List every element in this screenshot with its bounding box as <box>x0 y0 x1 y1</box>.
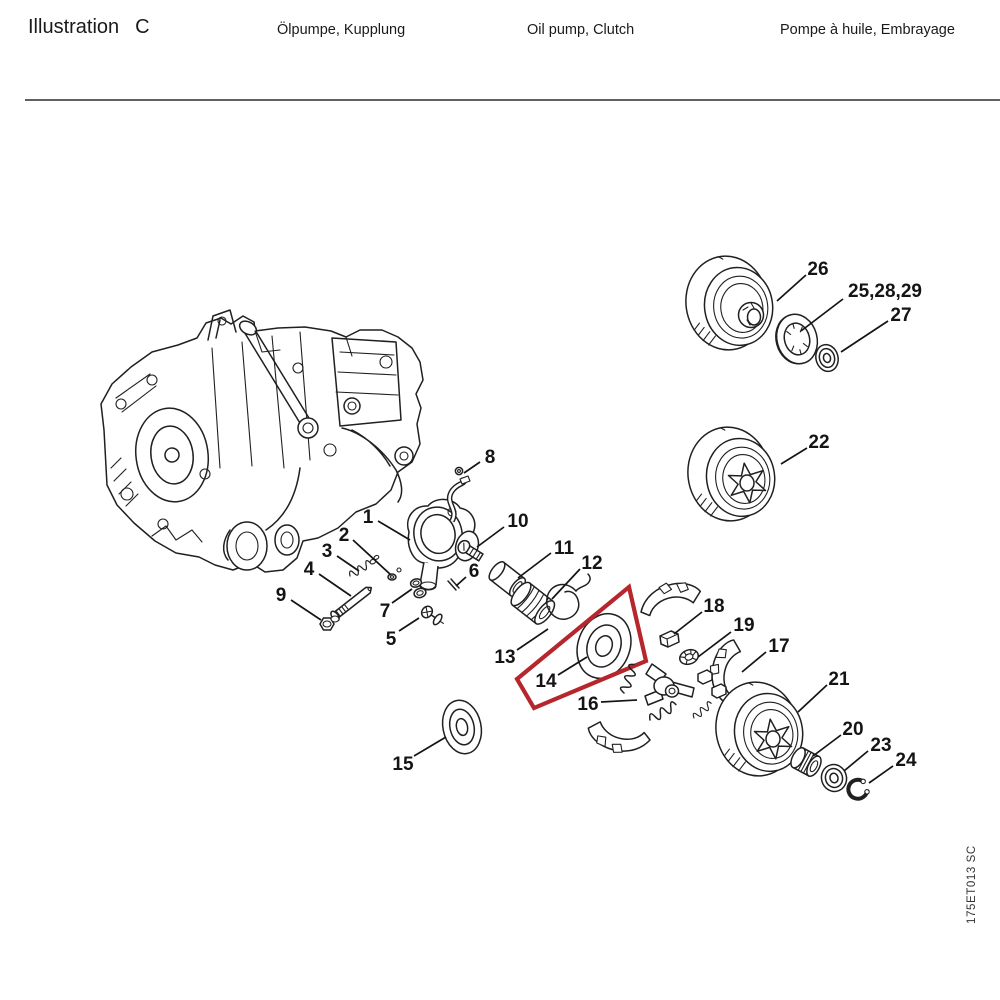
header-divider <box>25 99 1000 102</box>
part-21-bore <box>765 730 781 748</box>
part-19-nut <box>679 648 699 666</box>
svg-text:5: 5 <box>386 629 397 650</box>
part-26-clutch-drum <box>679 249 779 356</box>
part-25-28-29-rim-sprocket <box>775 313 819 365</box>
title-word: Illustration <box>28 16 120 38</box>
svg-text:12: 12 <box>581 553 602 574</box>
callout-7: 7 <box>380 588 413 622</box>
part-12-worm-gear <box>510 581 556 625</box>
svg-text:17: 17 <box>768 636 789 657</box>
part-24-e-clip <box>846 777 870 801</box>
callout-3: 3 <box>322 541 360 572</box>
svg-text:6: 6 <box>469 561 480 582</box>
callout-13: 13 <box>494 628 549 668</box>
svg-text:13: 13 <box>494 647 515 668</box>
part-22-clutch-drum <box>681 420 781 527</box>
part-14-disc <box>576 612 632 680</box>
callout-12: 12 <box>551 553 603 600</box>
part-5-valve <box>420 605 444 626</box>
callout-18: 18 <box>673 596 725 635</box>
part-10-screw <box>457 539 484 562</box>
part-18-block <box>659 630 680 648</box>
callout-25-28-29: 25,28,29 <box>800 281 922 332</box>
callout-23: 23 <box>843 735 892 772</box>
callouts: 1 2 3 4 5 6 7 8 9 10 11 12 13 14 15 16 1… <box>276 259 922 784</box>
clutch-small-blocks <box>697 669 727 699</box>
callout-14: 14 <box>535 656 588 692</box>
clutch-shoe-top <box>636 576 704 618</box>
svg-text:27: 27 <box>890 305 911 326</box>
illustration-letter: C <box>135 16 150 38</box>
svg-text:10: 10 <box>507 511 528 532</box>
callout-16: 16 <box>577 694 638 715</box>
part-26-spline-bore <box>737 301 765 329</box>
part-27-washer <box>815 343 839 373</box>
svg-text:25,28,29: 25,28,29 <box>848 281 922 302</box>
part-16-clutch-spider <box>644 663 695 706</box>
callout-1: 1 <box>363 507 411 541</box>
document-code: 175ET013 SC <box>966 845 978 924</box>
svg-text:18: 18 <box>703 596 724 617</box>
callout-9: 9 <box>276 585 322 621</box>
svg-text:1: 1 <box>363 507 374 528</box>
svg-text:23: 23 <box>870 735 891 756</box>
svg-text:21: 21 <box>828 669 850 690</box>
callout-6: 6 <box>455 561 480 587</box>
oil-line-nipple <box>459 475 471 485</box>
callout-21: 21 <box>797 669 850 713</box>
svg-text:15: 15 <box>392 754 414 775</box>
part-11-piston <box>488 561 527 597</box>
svg-text:4: 4 <box>304 559 315 580</box>
callout-15: 15 <box>392 736 447 775</box>
svg-text:7: 7 <box>380 601 391 622</box>
callout-20: 20 <box>812 719 864 757</box>
part-13-spring-clip <box>546 573 591 620</box>
part-8-ring <box>454 466 464 476</box>
svg-text:11: 11 <box>554 538 575 559</box>
callout-8: 8 <box>463 447 496 474</box>
svg-text:26: 26 <box>807 259 828 280</box>
callout-5: 5 <box>386 617 420 650</box>
svg-text:22: 22 <box>808 432 829 453</box>
callout-4: 4 <box>304 559 352 597</box>
svg-text:8: 8 <box>485 447 496 468</box>
clutch-shoe-bottom <box>582 713 653 764</box>
callout-17: 17 <box>741 636 790 673</box>
callout-11: 11 <box>517 538 575 579</box>
svg-text:2: 2 <box>339 525 350 546</box>
callout-27: 27 <box>840 305 912 353</box>
caption-english: Oil pump, Clutch <box>527 22 635 38</box>
part-23-washer <box>820 763 848 793</box>
svg-text:20: 20 <box>842 719 863 740</box>
svg-text:14: 14 <box>535 671 557 692</box>
part-2-washer <box>387 567 402 581</box>
part-22-bore <box>739 474 755 492</box>
crankcase-illustration <box>100 309 424 573</box>
svg-text:24: 24 <box>895 750 917 771</box>
part-15-washer <box>441 699 483 755</box>
svg-text:3: 3 <box>322 541 333 562</box>
part-6-pin <box>447 578 460 591</box>
svg-text:9: 9 <box>276 585 287 606</box>
svg-text:16: 16 <box>577 694 598 715</box>
clutch-spring-right <box>690 700 715 721</box>
callout-26: 26 <box>776 259 829 302</box>
callout-19: 19 <box>697 615 755 658</box>
callout-10: 10 <box>476 511 529 548</box>
caption-german: Ölpumpe, Kupplung <box>277 22 406 38</box>
part-7-rings <box>409 578 427 599</box>
part-9-nut <box>319 615 340 631</box>
callout-22: 22 <box>780 432 830 465</box>
svg-text:19: 19 <box>733 615 754 636</box>
caption-french: Pompe à huile, Embrayage <box>780 22 955 38</box>
callout-2: 2 <box>339 525 392 576</box>
page-title: Illustration C <box>28 16 150 39</box>
callout-24: 24 <box>868 750 917 784</box>
highlight-part-14 <box>514 583 649 711</box>
part-20-needle-bearing <box>790 746 822 778</box>
